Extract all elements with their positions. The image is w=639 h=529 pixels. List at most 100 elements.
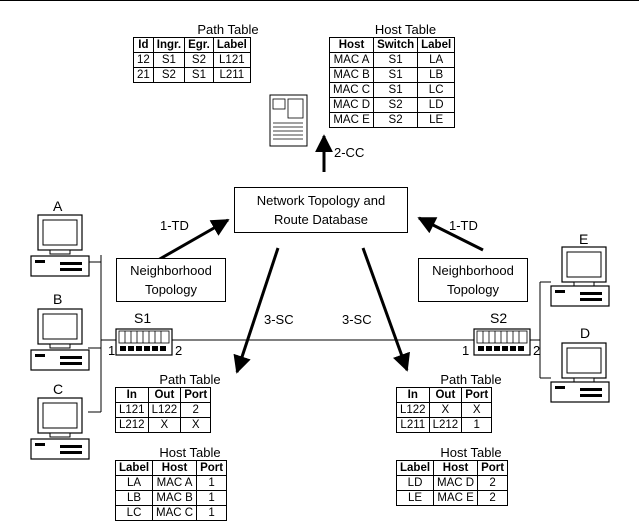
table-cell: MAC C [152, 505, 198, 521]
arrow-3-sc-right [361, 247, 410, 372]
table-cell: MAC D [433, 475, 479, 491]
table-cell: LE [395, 490, 435, 506]
table-header-cell: Switch [373, 37, 419, 53]
table-cell: L211 [212, 67, 251, 83]
table-cell: LB [417, 67, 456, 83]
table-cell: MAC D [328, 97, 375, 113]
table-cell: LD [395, 475, 435, 491]
computer-e-icon [550, 246, 610, 307]
neighborhood-topology-right: Neighborhood Topology [418, 258, 528, 302]
table-cell: MAC A [328, 52, 375, 68]
table-cell: S1 [152, 52, 186, 68]
table-header-cell: Label [417, 37, 456, 53]
s1-host-table-title: Host Table [159, 445, 221, 460]
switch-s1-label: S1 [134, 310, 152, 326]
table-cell: S2 [152, 67, 186, 83]
s2-path-table-title: Path Table [440, 372, 502, 387]
table-cell: 1 [196, 475, 228, 491]
db-box-line1: Network Topology and [256, 193, 386, 208]
table-header-cell: Port [180, 387, 212, 403]
table-cell: X [428, 402, 463, 418]
table-cell: 2 [477, 490, 509, 506]
table-cell: 1 [461, 417, 493, 433]
table-cell: MAC A [152, 475, 198, 491]
server-icon [269, 94, 308, 147]
table-cell: MAC C [328, 82, 375, 98]
switch-s2-icon [473, 328, 531, 356]
table-cell: X [147, 417, 182, 433]
nt-left-line2: Topology [144, 282, 198, 297]
switch-s1-icon [115, 328, 173, 356]
table-header-cell: In [115, 387, 149, 403]
top-host-table-title: Host Table [374, 22, 437, 37]
nt-right-line2: Topology [446, 282, 500, 297]
table-header-cell: Host [152, 460, 198, 476]
table-cell: 2 [180, 402, 212, 418]
arrow-1-td-left [157, 218, 230, 262]
switch-s1-port1: 1 [108, 343, 116, 358]
table-cell: L211 [396, 417, 430, 433]
table-cell: 1 [196, 490, 228, 506]
table-header-cell: Ingr. [152, 37, 186, 53]
arrow-1-td-right [417, 216, 484, 252]
table-cell: LC [114, 505, 154, 521]
switch-s2-label: S2 [490, 310, 508, 326]
label-3-sc-left: 3-SC [264, 312, 294, 327]
table-header-cell: Id [133, 37, 154, 53]
top-path-table-title: Path Table [197, 22, 259, 37]
table-cell: 21 [133, 67, 154, 83]
label-2-cc: 2-CC [334, 145, 365, 160]
table-cell: X [461, 402, 493, 418]
table-cell: S2 [184, 52, 214, 68]
table-header-cell: Label [212, 37, 251, 53]
table-header-cell: Host [328, 37, 375, 53]
table-header-cell: Out [428, 387, 463, 403]
table-cell: X [180, 417, 212, 433]
table-cell: LA [417, 52, 456, 68]
host-b-label: B [53, 291, 63, 307]
table-cell: LA [114, 475, 154, 491]
table-cell: L121 [115, 402, 149, 418]
table-cell: LC [417, 82, 456, 98]
label-1-td-left: 1-TD [160, 218, 189, 233]
table-cell: S1 [373, 52, 419, 68]
arrow-3-sc-left [233, 247, 280, 374]
table-cell: 2 [477, 475, 509, 491]
table-header-cell: Port [477, 460, 509, 476]
table-cell: L122 [147, 402, 182, 418]
table-cell: 12 [133, 52, 154, 68]
network-topology-database-box: Network Topology and Route Database [234, 187, 408, 233]
nt-right-line1: Neighborhood [432, 263, 514, 278]
table-header-cell: Label [395, 460, 435, 476]
table-cell: S2 [373, 97, 419, 113]
table-header-cell: Host [433, 460, 479, 476]
label-3-sc-right: 3-SC [342, 312, 372, 327]
computer-d-icon [550, 342, 610, 403]
table-cell: S1 [184, 67, 214, 83]
table-header-cell: Label [114, 460, 154, 476]
computer-a-icon [30, 214, 90, 277]
table-cell: L121 [212, 52, 251, 68]
host-e-label: E [579, 231, 589, 247]
neighborhood-topology-left: Neighborhood Topology [116, 258, 226, 302]
table-cell: MAC B [152, 490, 198, 506]
db-box-line2: Route Database [274, 212, 368, 227]
